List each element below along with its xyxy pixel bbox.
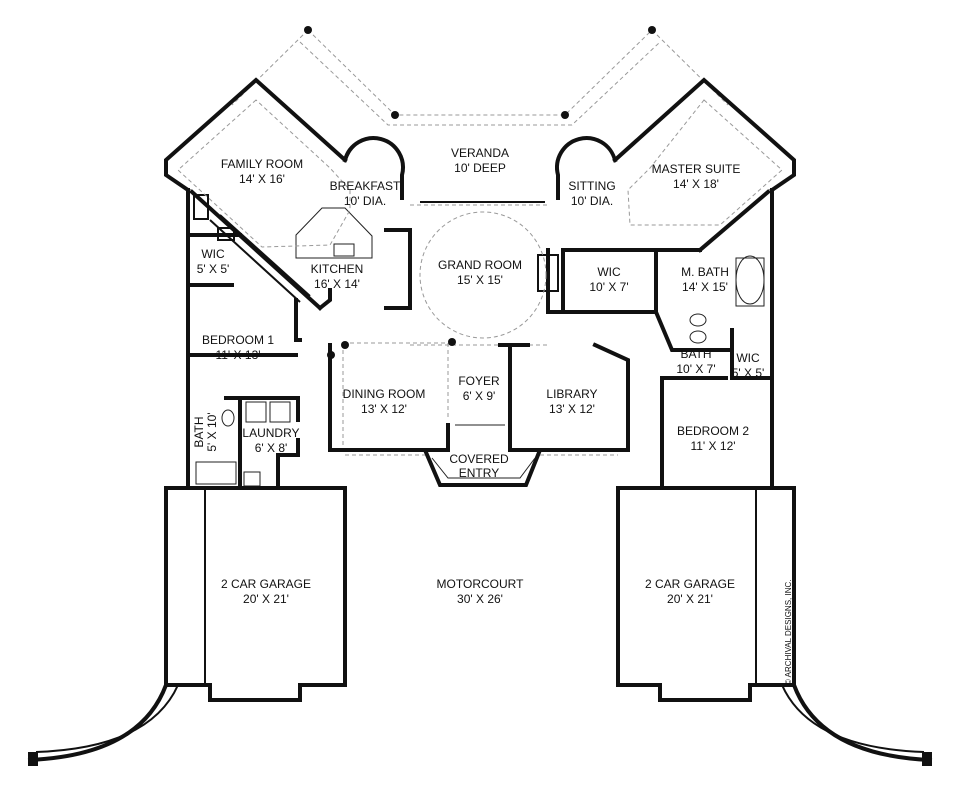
room-labels: VERANDA 10' DEEP FAMILY ROOM 14' X 16' B… bbox=[192, 146, 793, 685]
veranda-size: 10' DEEP bbox=[454, 161, 506, 175]
covered-entry-name: COVERED bbox=[449, 452, 509, 466]
bedroom2-size: 11' X 12' bbox=[690, 439, 735, 453]
right-wing-walls bbox=[537, 77, 796, 490]
laundry-fixtures bbox=[195, 401, 291, 487]
copyright-credit: © ARCHIVAL DESIGNS, INC. bbox=[784, 580, 793, 685]
left-curved-wall bbox=[27, 682, 169, 763]
column bbox=[448, 338, 456, 346]
wic-right-name: WIC bbox=[736, 351, 760, 365]
laundry-name: LAUNDRY bbox=[242, 426, 299, 440]
breakfast-size: 10' DIA. bbox=[344, 194, 386, 208]
veranda-post bbox=[648, 26, 656, 34]
laundry-size: 6' X 8' bbox=[255, 441, 288, 455]
foyer-name: FOYER bbox=[458, 374, 500, 388]
master-suite-name: MASTER SUITE bbox=[652, 162, 741, 176]
garage-left-name: 2 CAR GARAGE bbox=[221, 577, 311, 591]
column bbox=[341, 341, 349, 349]
garage-left-size: 20' X 21' bbox=[243, 592, 289, 606]
bath1-size: 5' X 10' bbox=[205, 412, 219, 451]
master-suite-size: 14' X 18' bbox=[673, 177, 719, 191]
sitting-name: SITTING bbox=[568, 179, 615, 193]
right-curved-wall bbox=[791, 682, 933, 763]
motorcourt-size: 30' X 26' bbox=[457, 592, 503, 606]
wic-left-size: 5' X 5' bbox=[197, 262, 230, 276]
veranda-post bbox=[391, 111, 399, 119]
kitchen-size: 16' X 14' bbox=[314, 277, 360, 291]
family-room-name: FAMILY ROOM bbox=[221, 157, 303, 171]
wic-right-size: 5' X 5' bbox=[732, 366, 765, 380]
bedroom1-size: 11' X 13' bbox=[215, 348, 260, 362]
left-garage bbox=[164, 486, 347, 702]
bath2-name: BATH bbox=[680, 347, 711, 361]
bath1-name: BATH bbox=[192, 416, 206, 447]
grand-room-size: 15' X 15' bbox=[457, 273, 503, 287]
breakfast-name: BREAKFAST bbox=[330, 179, 401, 193]
veranda-name: VERANDA bbox=[451, 146, 509, 160]
bath2-size: 10' X 7' bbox=[676, 362, 715, 376]
dining-room-name: DINING ROOM bbox=[343, 387, 426, 401]
motorcourt-name: MOTORCOURT bbox=[437, 577, 525, 591]
grand-room-name: GRAND ROOM bbox=[438, 258, 522, 272]
wic-master-name: WIC bbox=[597, 265, 621, 279]
bedroom1-name: BEDROOM 1 bbox=[202, 333, 274, 347]
library-name: LIBRARY bbox=[546, 387, 597, 401]
family-room-size: 14' X 16' bbox=[239, 172, 285, 186]
library-size: 13' X 12' bbox=[549, 402, 595, 416]
master-bath-name: M. BATH bbox=[681, 265, 729, 279]
covered-entry-size: ENTRY bbox=[459, 466, 499, 480]
veranda-post bbox=[304, 26, 312, 34]
wic-master-size: 10' X 7' bbox=[589, 280, 628, 294]
kitchen-name: KITCHEN bbox=[311, 262, 364, 276]
veranda-post bbox=[561, 111, 569, 119]
dining-room-size: 13' X 12' bbox=[361, 402, 407, 416]
bedroom2-name: BEDROOM 2 bbox=[677, 424, 749, 438]
master-bath-size: 14' X 15' bbox=[682, 280, 728, 294]
column bbox=[327, 351, 335, 359]
grand-room-area bbox=[410, 201, 550, 346]
veranda-outline bbox=[231, 26, 729, 126]
kitchen-island bbox=[295, 207, 373, 259]
right-garage bbox=[616, 486, 796, 702]
garage-right-size: 20' X 21' bbox=[667, 592, 713, 606]
sitting-size: 10' DIA. bbox=[571, 194, 613, 208]
wic-left-name: WIC bbox=[201, 247, 225, 261]
garage-right-name: 2 CAR GARAGE bbox=[645, 577, 735, 591]
foyer-size: 6' X 9' bbox=[463, 389, 496, 403]
center-walls bbox=[327, 338, 630, 487]
